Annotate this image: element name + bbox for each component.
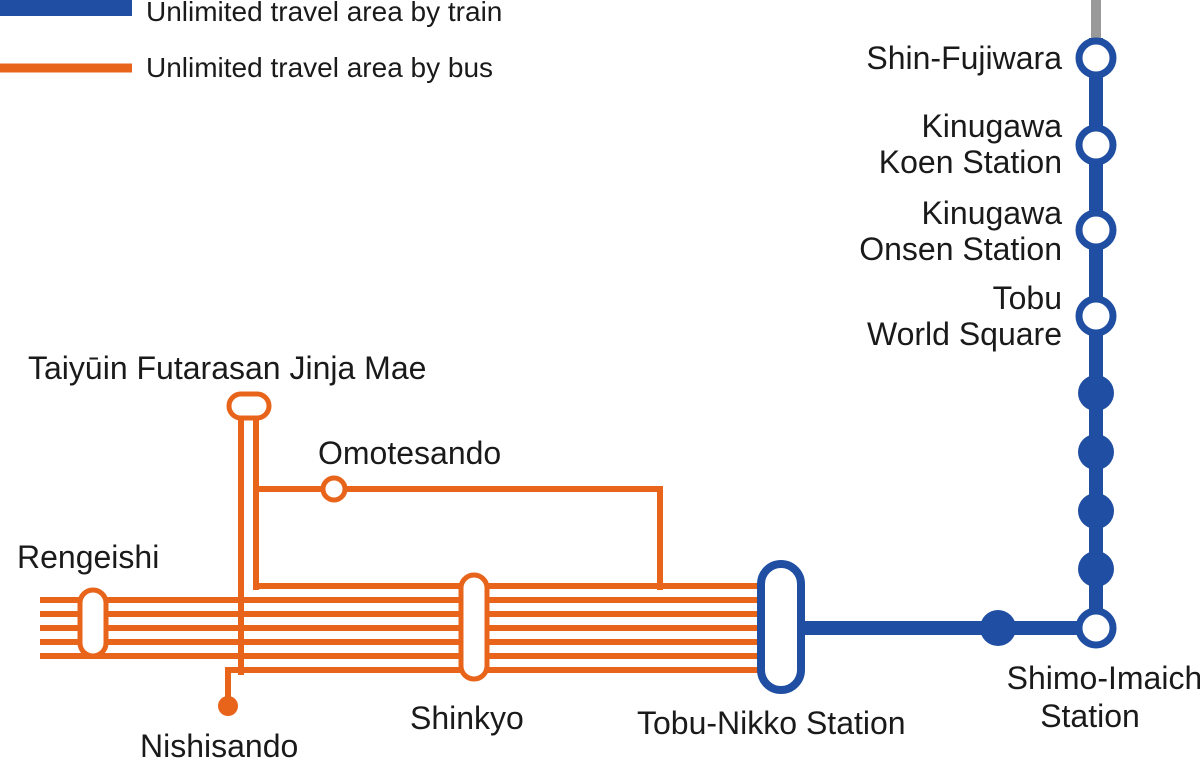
bus-stop-nishisando [218,696,238,716]
legend-train-label: Unlimited travel area by train [146,0,503,27]
intermediate-station [980,610,1016,646]
station-shin-fujiwara [1075,37,1117,79]
intermediate-station [1078,434,1114,470]
label-kinugawa-onsen-line2: Onsen Station [859,231,1062,267]
station-kinugawa-onsen [1075,209,1117,251]
bus-network [40,416,760,700]
label-kinugawa-onsen-line1: Kinugawa [921,195,1062,231]
label-shinkyo: Shinkyo [410,700,524,736]
label-tobu-world-line1: Tobu [992,280,1062,316]
intermediate-station [1078,493,1114,529]
station-tobu-nikko [757,560,805,694]
intermediate-stations [980,375,1114,646]
label-taiyuin: Taiyūin Futarasan Jinja Mae [28,350,427,386]
label-nishisando: Nishisando [140,728,299,764]
label-kinugawa-koen-line2: Koen Station [878,144,1062,180]
station-tobu-world-square [1075,295,1117,337]
label-rengeishi: Rengeishi [17,539,160,575]
station-shimo-imaichi [1075,607,1117,649]
station-kinugawa-koen [1075,124,1117,166]
bus-stop-shinkyo [458,572,490,682]
bus-stop-rengeishi [77,587,109,659]
label-tobu-nikko: Tobu-Nikko Station [637,705,906,741]
intermediate-station [1078,551,1114,587]
label-omotesando: Omotesando [318,435,502,471]
label-kinugawa-koen-line1: Kinugawa [921,108,1062,144]
intermediate-station [1078,375,1114,411]
label-shimo-imaichi-line1: Shimo-Imaichi [1006,660,1200,696]
label-shin-fujiwara: Shin-Fujiwara [866,40,1062,76]
train-stations [1075,37,1117,649]
bus-stop-taiyuin [226,391,272,421]
label-shimo-imaichi-line2: Station [1040,698,1140,734]
bus-stop-omotesando [320,475,348,503]
legend-bus-label: Unlimited travel area by bus [146,52,494,83]
label-tobu-world-line2: World Square [866,316,1062,352]
